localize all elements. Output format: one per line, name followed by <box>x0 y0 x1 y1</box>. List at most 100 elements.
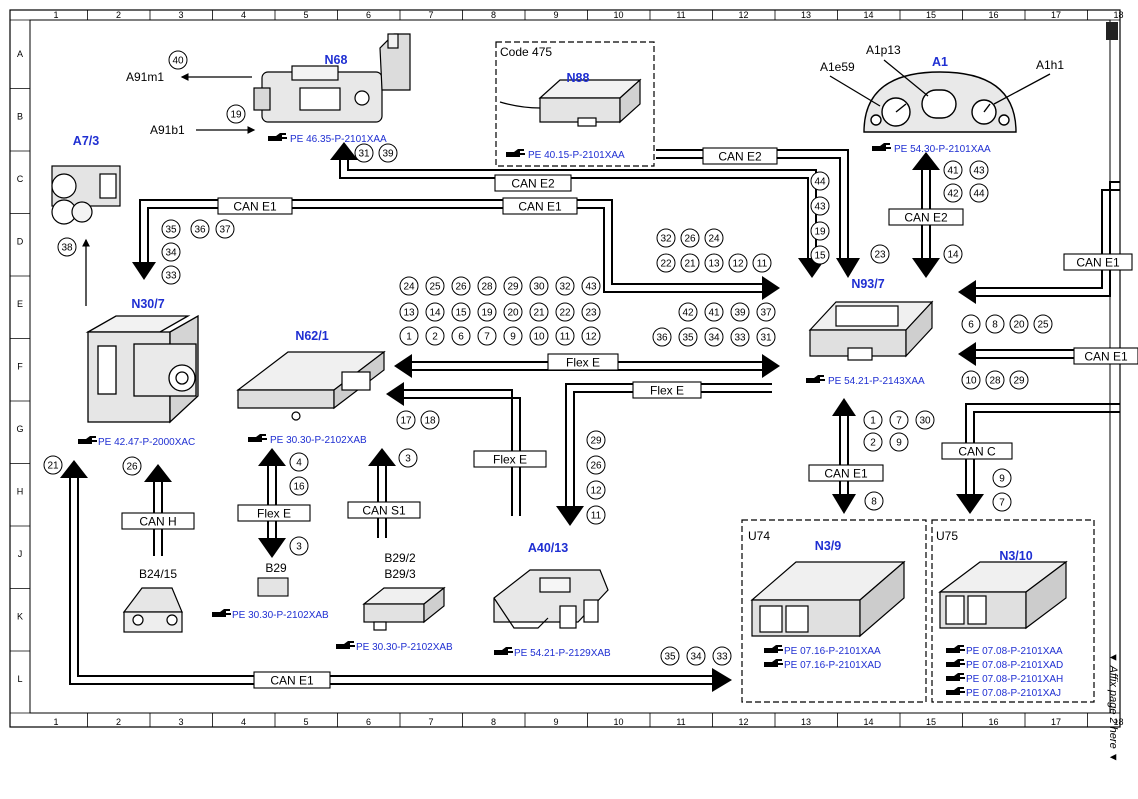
signal-circle-flex-b29-up <box>289 476 309 496</box>
signal-circle-flex-right-row1 <box>704 302 724 322</box>
signal-number-can-e1-mid-row1: 32 <box>660 234 672 245</box>
signal-number-a1-down: 41 <box>947 166 959 177</box>
n93-7-ref: PE 54.21-P-2143XAA <box>828 376 925 387</box>
signal-number-flex-grid-row3: 1 <box>406 332 412 343</box>
grid-column-16-top: 16 <box>988 10 998 20</box>
n88-ref: PE 40.15-P-2101XAA <box>528 150 625 161</box>
signal-number-n93-down-8: 8 <box>871 497 877 508</box>
n30-7-module-icon <box>85 314 199 424</box>
n88-module-icon <box>499 78 642 127</box>
signal-circle-flex-grid-row3 <box>503 326 523 346</box>
signal-number-can-h: 26 <box>126 462 138 473</box>
grid-row-J: J <box>18 549 23 559</box>
signal-circle-flex-grid-row3 <box>581 326 601 346</box>
bus-label-box-flex-e-b29 <box>237 504 311 522</box>
reference-hand-icon <box>506 149 525 157</box>
signal-number-flex-grid-row1: 43 <box>585 282 597 293</box>
signal-circle-a1-down <box>943 160 963 180</box>
signal-number-can-e1-left: 36 <box>194 225 206 236</box>
signal-number-right-e1-top: 6 <box>968 320 974 331</box>
bus-label-box-can-e1-bottom <box>253 671 331 689</box>
signal-number-flex-grid-row2: 14 <box>429 308 441 319</box>
signal-circle-flex-grid-row1 <box>425 276 445 296</box>
b29-2-ref: PE 30.30-P-2102XAB <box>356 642 453 653</box>
signal-number-flex-grid-row1: 26 <box>455 282 467 293</box>
signal-circle-flex-b29-up <box>289 452 309 472</box>
signal-number-a40-down: 26 <box>590 461 602 472</box>
signal-number-flex-grid-row3: 2 <box>432 332 438 343</box>
signal-circle-n88-right <box>810 196 830 216</box>
grid-column-3-bottom: 3 <box>178 717 183 727</box>
signal-circle-a40-down <box>586 455 606 475</box>
signal-number-flex-grid-row2: 13 <box>403 308 415 319</box>
reference-hand-icon <box>946 673 965 681</box>
n30-7-label: N30/7 <box>131 297 164 311</box>
signal-circle-can-e1-mid-row2 <box>680 253 700 273</box>
signal-number-a40-down: 11 <box>591 511 602 522</box>
signal-number-flex-grid-row3: 11 <box>560 332 571 343</box>
u74-box <box>741 519 927 703</box>
signal-number-n30-21: 21 <box>47 461 59 472</box>
signal-number-right-e1-bottom: 10 <box>965 376 977 387</box>
n3-10-ecu-icon <box>938 560 1068 630</box>
signal-circle-a40-down <box>586 430 606 450</box>
n68-ref: PE 46.35-P-2101XAA <box>290 134 387 145</box>
signal-circle-flex-grid-row1 <box>529 276 549 296</box>
signal-circle-n93-down-8 <box>864 491 884 511</box>
signal-number-flex-right-row2: 35 <box>682 333 694 344</box>
bus-label-can-s1: CAN S1 <box>362 504 406 518</box>
signal-circle-a40-down <box>586 480 606 500</box>
bus-label-box-flex-e-2 <box>473 450 547 468</box>
n68-label: N68 <box>325 53 348 67</box>
signal-circle-flex-grid-row1 <box>399 276 419 296</box>
signal-number-a1-14: 14 <box>947 250 959 261</box>
grid-column-5-top: 5 <box>303 10 308 20</box>
signal-circle-flex-right-row1 <box>678 302 698 322</box>
bus-label-can-h: CAN H <box>139 515 176 529</box>
signal-circle-bottom-bus <box>712 646 732 666</box>
signal-number-n93-down-row1: 30 <box>919 416 931 427</box>
signal-number-flex-grid-row1: 29 <box>507 282 519 293</box>
signal-number-right-e1-bottom: 28 <box>989 376 1001 387</box>
signal-circle-flex-right-row2 <box>652 327 672 347</box>
signal-circle-can-e1-mid-row2 <box>704 253 724 273</box>
bus-label-box-can-e2-mid <box>702 147 778 165</box>
signal-number-n88-right: 15 <box>814 251 826 262</box>
signal-number-a1-down: 42 <box>947 189 959 200</box>
signal-circle-flex-grid-row1 <box>477 276 497 296</box>
u75-label: U75 <box>936 529 958 543</box>
signal-circle-n62-side <box>396 410 416 430</box>
a1-ref: PE 54.30-P-2101XAA <box>894 144 991 155</box>
bus-label-box-flex-e-3 <box>632 381 702 399</box>
signal-circle-a7-3 <box>57 237 77 257</box>
bus-label-can-e2-mid: CAN E2 <box>718 150 762 164</box>
signal-number-n93-down-row2: 9 <box>896 438 902 449</box>
grid-column-16-bottom: 16 <box>988 717 998 727</box>
signal-circle-n68-bottom <box>378 143 398 163</box>
bus-label-box-can-h <box>121 512 195 530</box>
a7-3-unit-icon <box>51 165 121 225</box>
b29-3-label: B29/3 <box>384 567 416 581</box>
reference-hand-icon <box>872 143 891 151</box>
signal-circle-right-e1-bottom <box>985 370 1005 390</box>
signal-circle-flex-right-row1 <box>756 302 776 322</box>
n3-10-ref-2: PE 07.08-P-2101XAD <box>966 660 1063 671</box>
a1h1-label: A1h1 <box>1036 58 1064 72</box>
bus-label-box-can-e2-right <box>888 208 964 226</box>
grid-column-17-top: 17 <box>1051 10 1061 20</box>
signal-number-bottom-bus: 34 <box>690 652 702 663</box>
signal-circle-flex-right-row2 <box>678 327 698 347</box>
b24-15-ref: PE 30.30-P-2102XAB <box>232 610 329 621</box>
signal-number-flex-b29-up: 16 <box>293 482 305 493</box>
signal-number-flex-grid-row2: 22 <box>559 308 571 319</box>
signal-circle-can-e1-left <box>190 219 210 239</box>
signal-number-can-e1-left: 37 <box>219 225 231 236</box>
signal-circle-n88-right <box>810 171 830 191</box>
signal-number-can-e1-mid-row2: 11 <box>757 259 768 270</box>
a7-3-label: A7/3 <box>73 134 99 148</box>
signal-circle-flex-grid-row2 <box>425 302 445 322</box>
reference-hand-icon <box>764 645 783 653</box>
signal-number-n88-right: 19 <box>814 227 826 238</box>
signal-circle-n88-right <box>810 245 830 265</box>
n30-7-ref: PE 42.47-P-2000XAC <box>98 437 195 448</box>
